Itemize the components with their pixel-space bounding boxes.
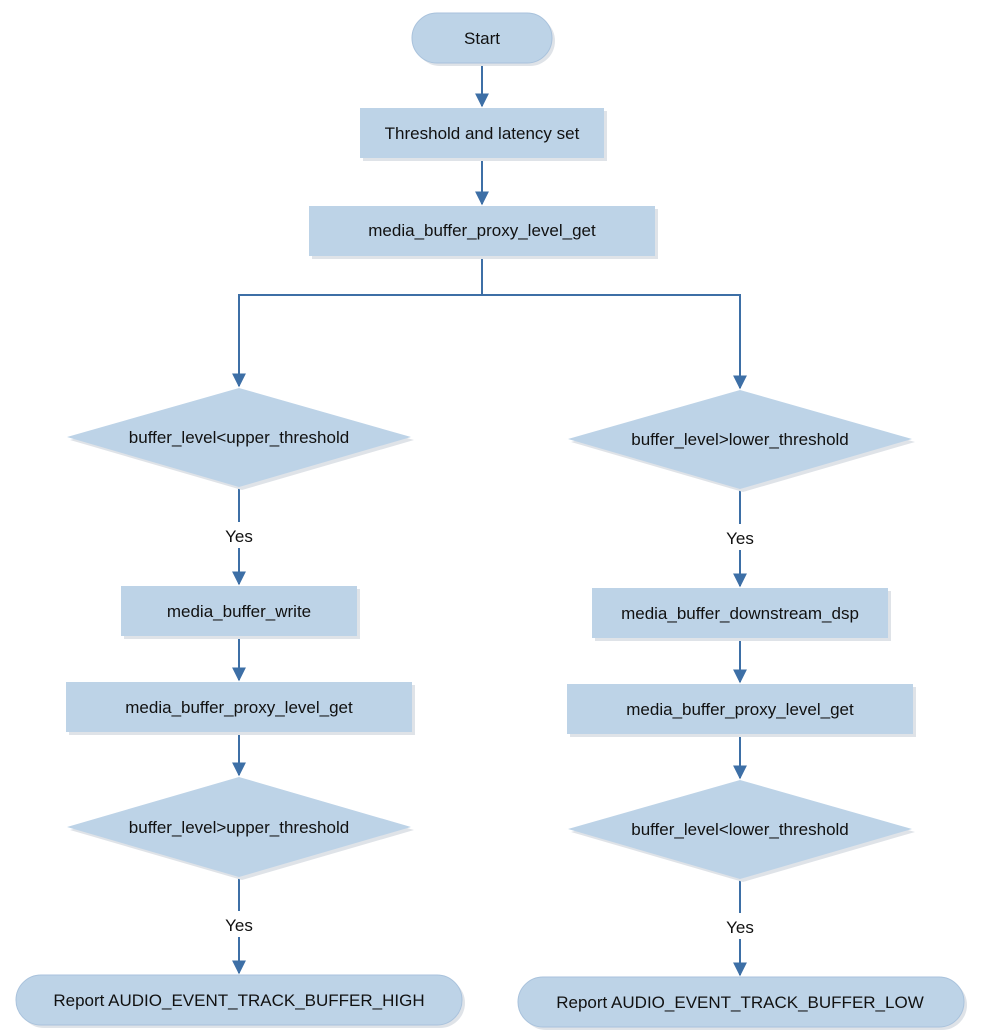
node-right-condition-2-label: buffer_level<lower_threshold	[631, 820, 849, 839]
node-right-downstream[interactable]: media_buffer_downstream_dsp	[592, 588, 891, 641]
node-right-condition-2[interactable]: buffer_level<lower_threshold	[568, 780, 915, 882]
node-right-proxy-get-label: media_buffer_proxy_level_get	[626, 700, 854, 719]
yes-label-left-2: Yes	[225, 916, 253, 935]
node-left-condition-2[interactable]: buffer_level>upper_threshold	[67, 777, 414, 880]
node-start[interactable]: Start	[411, 12, 555, 66]
edge-proxy-split-right	[482, 294, 747, 390]
node-right-downstream-label: media_buffer_downstream_dsp	[621, 604, 859, 623]
node-right-condition-1[interactable]: buffer_level>lower_threshold	[568, 390, 915, 492]
node-left-report-label: Report AUDIO_EVENT_TRACK_BUFFER_HIGH	[53, 991, 424, 1010]
node-left-report[interactable]: Report AUDIO_EVENT_TRACK_BUFFER_HIGH	[15, 974, 465, 1028]
node-start-label: Start	[464, 29, 500, 48]
node-right-condition-1-label: buffer_level>lower_threshold	[631, 430, 849, 449]
yes-label-right-1: Yes	[726, 529, 754, 548]
node-proxy-get-top[interactable]: media_buffer_proxy_level_get	[309, 206, 658, 259]
edge-proxy-split	[232, 255, 483, 388]
node-left-condition-1-label: buffer_level<upper_threshold	[129, 428, 349, 447]
node-left-write[interactable]: media_buffer_write	[121, 586, 360, 639]
node-threshold-set[interactable]: Threshold and latency set	[360, 108, 607, 161]
node-left-condition-2-label: buffer_level>upper_threshold	[129, 818, 349, 837]
edge-labels: Yes Yes Yes Yes	[220, 522, 759, 939]
node-left-write-label: media_buffer_write	[167, 602, 311, 621]
node-right-report[interactable]: Report AUDIO_EVENT_TRACK_BUFFER_LOW	[517, 976, 967, 1030]
yes-label-right-2: Yes	[726, 918, 754, 937]
node-right-proxy-get[interactable]: media_buffer_proxy_level_get	[567, 684, 916, 737]
node-left-condition-1[interactable]: buffer_level<upper_threshold	[67, 388, 414, 490]
node-left-proxy-get[interactable]: media_buffer_proxy_level_get	[66, 682, 415, 735]
yes-label-left-1: Yes	[225, 527, 253, 546]
node-threshold-set-label: Threshold and latency set	[385, 124, 580, 143]
node-left-proxy-get-label: media_buffer_proxy_level_get	[125, 698, 353, 717]
node-right-report-label: Report AUDIO_EVENT_TRACK_BUFFER_LOW	[556, 993, 923, 1012]
node-proxy-get-top-label: media_buffer_proxy_level_get	[368, 221, 596, 240]
